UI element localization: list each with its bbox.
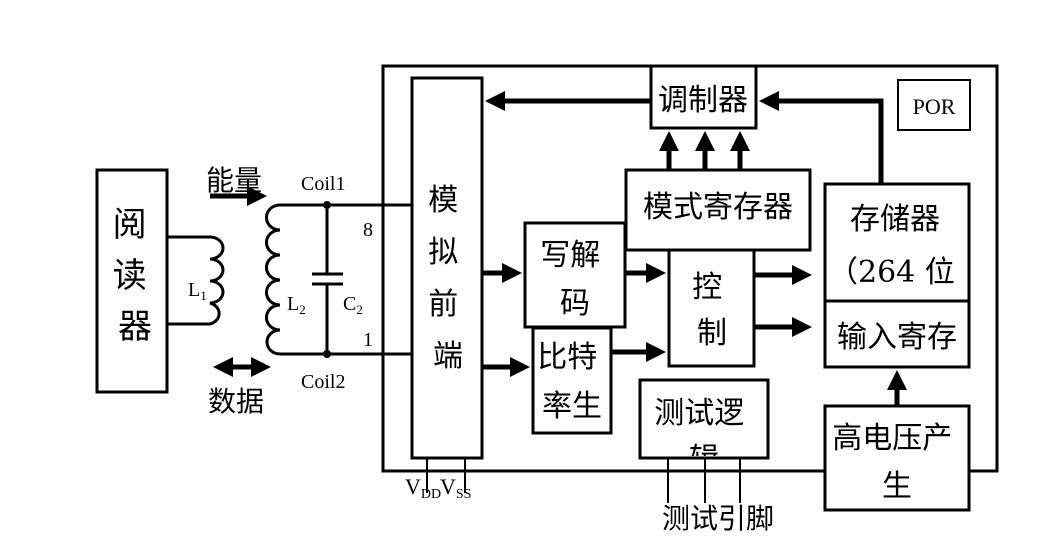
- input-register-box: [823, 299, 971, 369]
- control-box: [667, 248, 756, 368]
- l2-label: L2: [287, 293, 306, 317]
- analog-front-end-box: [410, 76, 484, 460]
- coil-l1: [167, 235, 225, 326]
- vdd-label: VDD: [405, 474, 441, 502]
- mode-register-label: 模式寄存器: [643, 190, 793, 225]
- write-decode-box: [523, 221, 627, 329]
- mode-register-box: [624, 168, 812, 252]
- test-pins-label: 测试引脚: [662, 502, 774, 535]
- hv-generator-label: 高电压产 生: [832, 421, 962, 504]
- reader-label: 阅 读 器: [113, 205, 158, 347]
- data-label: 数据: [208, 385, 264, 418]
- test-logic-label: 测试逻 辑: [654, 396, 754, 477]
- bitrate-generator-label: 比特 率生: [537, 340, 607, 424]
- capacitor-c2: [312, 205, 343, 354]
- input-register-label: 输入寄存: [837, 320, 957, 355]
- por-box: [897, 79, 971, 131]
- modulator-label: 调制器: [658, 83, 748, 118]
- write-decode-label: 写解 码: [540, 238, 610, 321]
- node-coil2: [323, 350, 331, 358]
- coil-l2: [264, 203, 412, 356]
- coil2-label: Coil2: [301, 371, 345, 393]
- vss-label: VSS: [440, 474, 471, 502]
- analog-front-end-label: 模 拟 前 端: [428, 183, 468, 374]
- pin8-label: 8: [363, 219, 373, 241]
- por-label: POR: [913, 94, 956, 119]
- energy-label: 能量: [206, 164, 262, 197]
- arrow-memory-to-modulator: [759, 91, 884, 184]
- reader-box: [95, 168, 169, 394]
- bitrate-generator-box: [531, 326, 613, 435]
- memory-label: 存储器 （264 位: [828, 202, 955, 290]
- c2-label: C2: [343, 293, 363, 317]
- control-label: 控 制: [692, 270, 732, 351]
- node-coil1: [323, 201, 331, 209]
- l1-label: L1: [188, 279, 207, 303]
- memory-box: [823, 182, 971, 303]
- test-logic-box: [638, 378, 770, 460]
- modulator-box: [649, 64, 758, 130]
- coil1-label: Coil1: [301, 173, 345, 195]
- pin1-label: 1: [363, 329, 373, 351]
